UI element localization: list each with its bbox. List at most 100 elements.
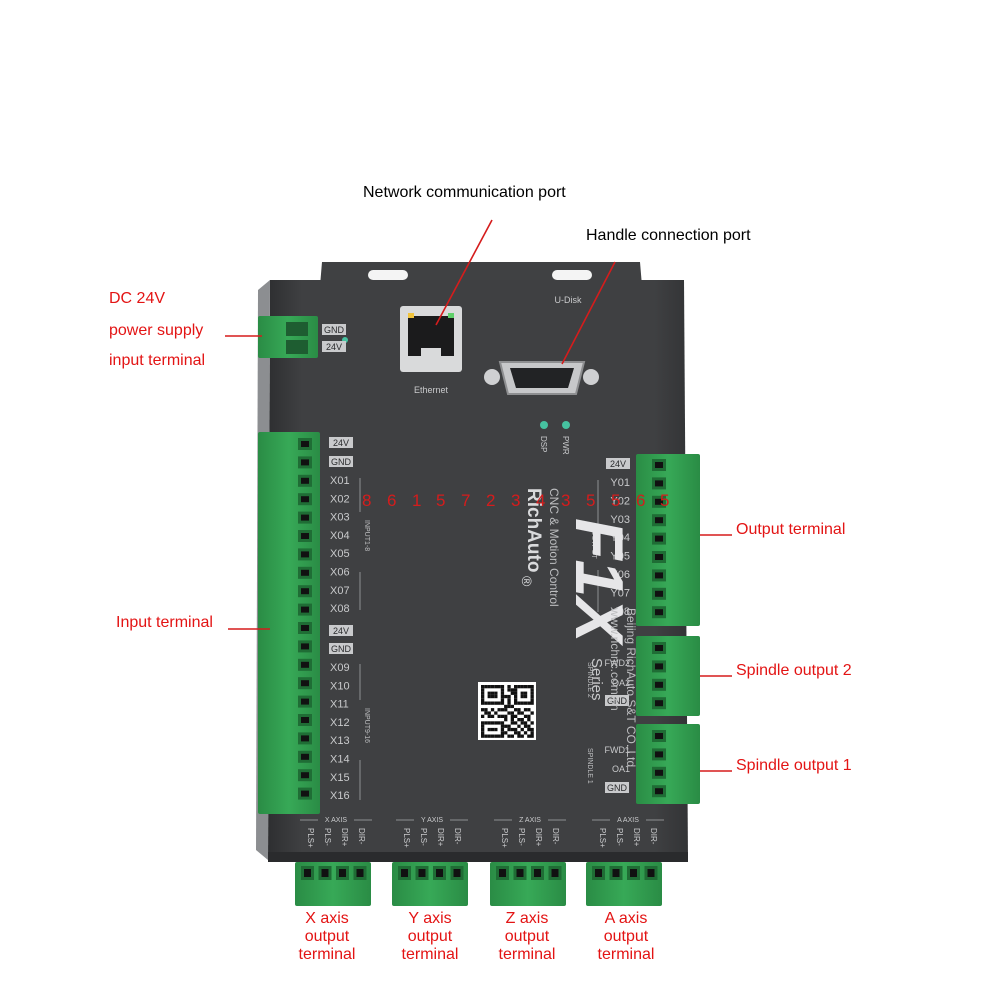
qr-module (527, 734, 531, 738)
terminal-screw-hole (655, 769, 663, 776)
qr-module (481, 727, 485, 732)
qr-module (504, 708, 508, 712)
terminal-screw-hole (301, 459, 309, 466)
qr-module (514, 721, 518, 725)
company-text: Beijing RichAuto S&T CO.,Ltd (624, 608, 638, 767)
ethernet-clip (421, 348, 441, 357)
qr-module (500, 701, 505, 705)
website-text: www.richnc.com.cn (608, 607, 622, 711)
qr-module (517, 734, 521, 738)
axis-pin-label: PLS- (419, 828, 428, 846)
qr-module (530, 698, 534, 702)
qr-module (517, 724, 521, 728)
output-terminal-strip (636, 454, 700, 626)
pin-label-box (605, 695, 629, 706)
qr-module (523, 708, 528, 712)
controller-body (268, 280, 688, 860)
db9-socket (510, 368, 574, 388)
terminal-screw-hole (301, 772, 309, 779)
qr-module (514, 727, 518, 732)
spindle2-terminal-screws (652, 642, 666, 710)
bracket-slot-right (552, 270, 592, 280)
axis-label-line: A axis (604, 910, 648, 927)
pin-label-box (329, 456, 353, 467)
qr-module (490, 721, 495, 725)
qr-module (530, 685, 534, 689)
qr-module (487, 694, 491, 699)
pin-label: X08 (330, 603, 350, 615)
qr-module (514, 685, 518, 689)
qr-module (494, 701, 498, 705)
callout-network-port: Network communication port (363, 184, 566, 201)
pin-label: X07 (330, 585, 350, 597)
qr-module (500, 734, 505, 738)
axis-label-line: terminal (498, 946, 556, 963)
qr-module (487, 701, 491, 705)
qr-module (487, 685, 491, 689)
qr-module (481, 698, 485, 702)
qr-module (500, 721, 505, 725)
qr-module (481, 691, 485, 695)
axis-pin-label: DIR+ (436, 828, 445, 847)
spindle1-terminal-screws (652, 730, 666, 798)
qr-module (530, 731, 534, 735)
qr-module (514, 698, 518, 702)
qr-module (527, 714, 531, 718)
pin-label: X02 (330, 493, 350, 505)
terminal-screw-hole (630, 869, 637, 877)
qr-module (517, 718, 521, 722)
tagline-text: CNC & Motion Control (547, 488, 561, 607)
axis-label-line: Y axis (408, 910, 452, 927)
qr-module (507, 724, 511, 728)
pin-label: GND (324, 325, 345, 335)
terminal-screw-hole (401, 869, 408, 877)
qr-module (494, 734, 498, 738)
axis-pin-label: PLS+ (402, 828, 411, 848)
callout-spindle-output-1: Spindle output 1 (736, 757, 852, 774)
terminal-screw-hole (655, 462, 663, 468)
pin-label: Y02 (610, 495, 630, 507)
qr-module (507, 688, 511, 692)
pin-label: X12 (330, 717, 350, 729)
qr-module (481, 714, 485, 718)
pin-label: Y AXIS (421, 817, 443, 824)
callout-dc-power-line2: power supply (109, 322, 204, 339)
terminal-screw-hole (516, 869, 524, 877)
pin-label: X14 (330, 754, 350, 766)
power-terminal-slot (286, 322, 308, 336)
terminal-screw-hole (655, 681, 663, 688)
terminal-screw-hole (339, 869, 346, 877)
terminal-screw-hole (436, 869, 443, 877)
qr-module (497, 701, 501, 705)
callout-lines (225, 219, 732, 772)
qr-module (514, 688, 518, 692)
qr-module (497, 734, 501, 738)
qr-module (527, 701, 531, 705)
terminal-screw-hole (356, 869, 364, 877)
qr-module (484, 701, 488, 705)
pin-label: X AXIS (325, 817, 348, 824)
axis-label-line: terminal (401, 946, 459, 963)
branding: RichAuto ® CNC & Motion Control F1X Seri… (519, 488, 638, 767)
terminal-screw-hole (301, 680, 309, 687)
terminal-screw-hole (655, 590, 663, 597)
qr-module (520, 734, 524, 738)
qr-module (481, 721, 485, 725)
qr-module (481, 708, 485, 712)
axis-pin-label: PLS- (615, 828, 624, 846)
overlay-number: 7 (461, 491, 470, 510)
qr-module (487, 721, 491, 725)
qr-module (484, 721, 488, 725)
qr-module (490, 691, 495, 695)
pin-label: X10 (330, 680, 350, 692)
terminal-screw-hole (655, 751, 663, 758)
pin-label: X01 (330, 475, 350, 487)
overlay-number: 5 (586, 491, 595, 510)
axis-terminal-strips (295, 862, 662, 906)
terminal-screw-hole (647, 869, 655, 877)
axis-label-line: terminal (298, 946, 356, 963)
terminal-screw-hole (655, 554, 663, 560)
pin-label: A AXIS (617, 817, 639, 824)
